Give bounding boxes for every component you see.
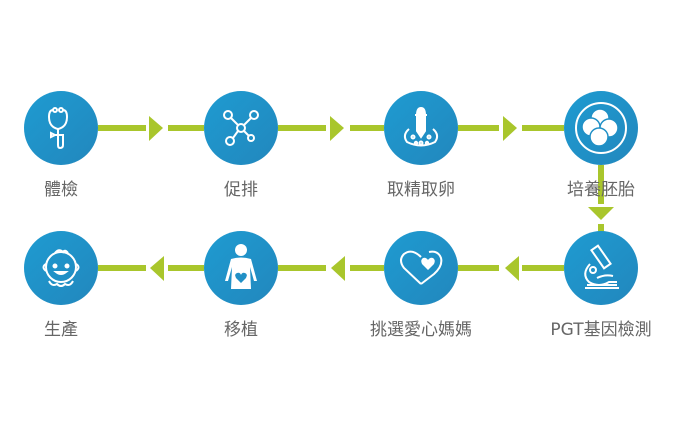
step-label: PGT基因檢測 bbox=[550, 320, 652, 340]
step-delivery: 生產 bbox=[0, 231, 141, 340]
step-circle bbox=[384, 231, 458, 305]
step-circle bbox=[384, 91, 458, 165]
step-label: 生產 bbox=[44, 320, 78, 340]
step-label: 取精取卵 bbox=[387, 180, 455, 200]
step-label: 移植 bbox=[224, 320, 258, 340]
molecule-icon bbox=[223, 110, 259, 146]
step-pgt-genetic-testing: PGT基因檢測 bbox=[521, 231, 680, 340]
step-egg-sperm-retrieval: 取精取卵 bbox=[341, 91, 501, 200]
stethoscope-icon bbox=[47, 107, 69, 150]
step-label: 促排 bbox=[224, 180, 258, 200]
arrow-down-icon bbox=[588, 207, 614, 220]
step-label: 體檢 bbox=[44, 180, 78, 200]
step-physical-exam: 體檢 bbox=[0, 91, 141, 200]
pipette-dish-icon bbox=[403, 106, 439, 147]
arrow-right-icon bbox=[149, 116, 163, 141]
arrow-left-icon bbox=[331, 256, 345, 281]
step-choose-surrogate: 挑選愛心媽媽 bbox=[341, 231, 501, 340]
step-circle bbox=[204, 91, 278, 165]
microscope-icon bbox=[584, 244, 619, 289]
step-circle bbox=[564, 91, 638, 165]
pregnant-woman-icon bbox=[225, 244, 257, 289]
baby-face-icon bbox=[42, 249, 80, 287]
arrow-left-icon bbox=[505, 256, 519, 281]
step-embryo-culture: 培養胚胎 bbox=[521, 91, 680, 200]
step-circle bbox=[24, 91, 98, 165]
arrow-right-icon bbox=[330, 116, 344, 141]
arrow-right-icon bbox=[503, 116, 517, 141]
step-circle bbox=[204, 231, 278, 305]
step-label: 培養胚胎 bbox=[567, 180, 635, 200]
step-circle bbox=[24, 231, 98, 305]
embryo-cells-icon bbox=[575, 102, 627, 154]
step-embryo-transfer: 移植 bbox=[161, 231, 321, 340]
heart-icon bbox=[400, 250, 443, 285]
step-label: 挑選愛心媽媽 bbox=[370, 320, 472, 340]
step-circle bbox=[564, 231, 638, 305]
arrow-left-icon bbox=[150, 256, 164, 281]
step-ovarian-stimulation: 促排 bbox=[161, 91, 321, 200]
